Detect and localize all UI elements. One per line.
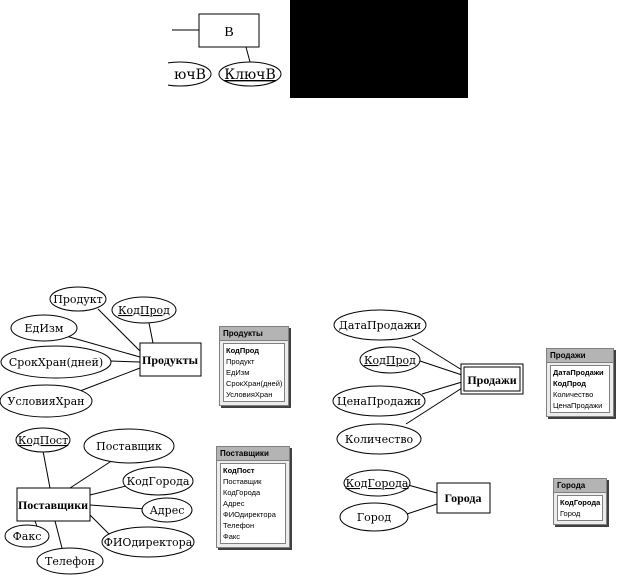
attr-dataprodazhi: ДатаПродажи (339, 319, 421, 332)
table-sales: Продажи ДатаПродажи КодПрод Количество Ц… (546, 348, 614, 417)
entity-suppliers (16, 487, 91, 522)
entity-products (139, 342, 202, 377)
black-panel (290, 0, 468, 98)
table-suppliers-field: Факс (223, 532, 240, 541)
attr-postavshchik: Поставщик (96, 440, 162, 453)
attr-kluchv (218, 61, 282, 87)
attr-fiodirektora: ФИОдиректора (104, 536, 193, 549)
attr-kodprod: КодПрод (118, 304, 170, 317)
attr-kodpost: КодПост (18, 434, 68, 447)
table-suppliers-field: ФИОдиректора (223, 510, 276, 519)
table-cities-field: Город (560, 509, 581, 518)
entity-cities (436, 482, 491, 514)
entity-sales-label: Продажи (467, 373, 516, 387)
table-products: Продукты КодПрод Продукт ЕдИзм СрокХран(… (219, 326, 289, 406)
cities-diagram: КодГорода Город Города (339, 469, 491, 532)
left-crop (148, 0, 168, 98)
attr-kolichestvo: Количество (345, 433, 414, 446)
table-sales-field: КодПрод (553, 379, 587, 388)
table-sales-title: Продажи (547, 349, 613, 363)
sales-diagram: ДатаПродажи КодПрод ЦенаПродажи Количест… (332, 309, 524, 455)
table-sales-field: ДатаПродажи (553, 368, 604, 377)
attr-kodprod-sales: КодПрод (364, 354, 416, 367)
table-suppliers-field: КодГорода (223, 488, 261, 497)
entity-b (198, 13, 260, 48)
attr-cenaprodazhi: ЦенаПродажи (337, 395, 421, 408)
table-products-title: Продукты (220, 327, 288, 341)
table-suppliers-field: Адрес (223, 499, 245, 508)
table-products-field: УсловияХран (226, 390, 273, 399)
table-suppliers-field: Поставщик (223, 477, 262, 486)
attr-faks: Факс (13, 530, 42, 543)
table-products-field: ЕдИзм (226, 368, 250, 377)
attr-adres: Адрес (150, 504, 185, 517)
attr-srokhran: СрокХран(дней) (9, 356, 103, 369)
attr-gorod: Город (357, 511, 392, 524)
entity-products-label: Продукты (142, 353, 199, 367)
table-sales-field: ЦенаПродажи (553, 401, 603, 410)
attr-partial-label: ючВ (174, 67, 206, 83)
table-sales-field: Количество (553, 390, 594, 399)
table-suppliers-title: Поставщики (217, 447, 289, 461)
attr-kodgoroda-c: КодГорода (346, 477, 409, 490)
suppliers-diagram: КодПост Поставщик КодГорода Адрес ФИОдир… (4, 427, 195, 575)
entity-suppliers-label: Поставщики (18, 498, 88, 512)
table-products-field: Продукт (226, 357, 255, 366)
attr-telefon: Телефон (45, 555, 95, 568)
table-cities: Города КодГорода Город (553, 478, 607, 525)
table-products-field: СрокХран(дней) (226, 379, 283, 388)
products-diagram: Продукт КодПрод ЕдИзм СрокХран(дней) Усл… (0, 286, 202, 418)
table-products-field: КодПрод (226, 346, 260, 355)
table-suppliers: Поставщики КодПост Поставщик КодГорода А… (216, 446, 290, 548)
attr-usloviyahran: УсловияХран (8, 395, 85, 408)
entity-b-label: В (224, 25, 233, 40)
table-cities-title: Города (554, 479, 606, 493)
attr-kluchv-label: КлючВ (224, 67, 275, 83)
table-suppliers-field: Телефон (223, 521, 255, 530)
top-fragment: В КлючВ ючВ (148, 0, 468, 98)
table-suppliers-field: КодПост (223, 466, 255, 475)
table-cities-field: КодГорода (560, 498, 601, 507)
attr-edizm: ЕдИзм (25, 322, 64, 335)
entity-cities-label: Города (445, 491, 482, 505)
attr-product: Продукт (53, 293, 102, 306)
attr-kodgoroda-s: КодГорода (127, 475, 190, 488)
